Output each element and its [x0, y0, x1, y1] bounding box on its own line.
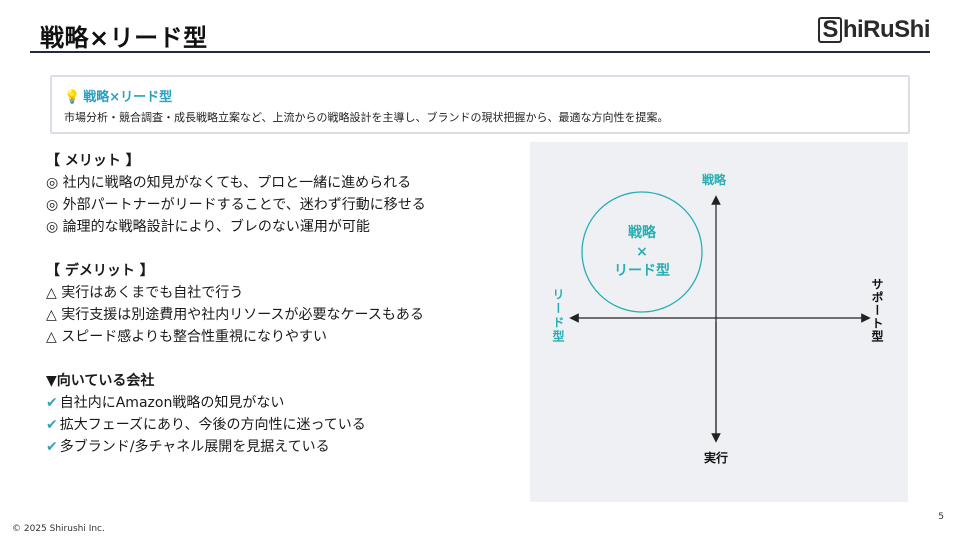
- axis-label-left: リード型: [551, 288, 565, 344]
- demerit-item: △ 実行はあくまでも自社で行う: [46, 285, 244, 301]
- triangle-icon: △: [46, 329, 57, 345]
- page-number: 5: [938, 512, 944, 522]
- title-divider: [30, 51, 930, 53]
- double-circle-icon: ◎: [46, 219, 59, 235]
- pros-cons-list: 【 メリット 】 ◎ 社内に戦略の知見がなくても、プロと一緒に進められる ◎ 外…: [46, 150, 426, 458]
- merit-item: ◎ 社内に戦略の知見がなくても、プロと一緒に進められる: [46, 175, 412, 191]
- suited-item: ✔多ブランド/多チャネル展開を見据えている: [46, 439, 330, 455]
- page-title: 戦略×リード型: [40, 24, 208, 52]
- checkmark-icon: ✔: [46, 417, 58, 433]
- merits-heading: 【 メリット 】: [46, 153, 140, 169]
- merit-item: ◎ 外部パートナーがリードすることで、迷わず行動に移せる: [46, 197, 426, 213]
- circle-label: 戦略 × リード型: [614, 225, 670, 279]
- axis-label-bottom: 実行: [704, 451, 729, 465]
- double-circle-icon: ◎: [46, 175, 59, 191]
- summary-callout: 💡戦略×リード型 市場分析・競合調査・成長戦略立案など、上流からの戦略設計を主導…: [50, 75, 910, 134]
- logo-text: hiRuShi: [842, 16, 931, 43]
- demerits-heading: 【 デメリット 】: [46, 263, 154, 279]
- double-circle-icon: ◎: [46, 197, 59, 213]
- suited-item: ✔拡大フェーズにあり、今後の方向性に迷っている: [46, 417, 366, 433]
- callout-heading: 💡戦略×リード型: [64, 86, 172, 105]
- axis-label-top: 戦略: [702, 173, 727, 187]
- demerit-item: △ 実行支援は別途費用や社内リソースが必要なケースもある: [46, 307, 424, 323]
- axis-label-right: サポート型: [870, 278, 884, 343]
- suited-heading: ▼向いている会社: [46, 373, 155, 389]
- axes-graphic: [569, 191, 871, 443]
- suited-item: ✔自社内にAmazon戦略の知見がない: [46, 395, 285, 411]
- checkmark-icon: ✔: [46, 439, 58, 455]
- triangle-icon: △: [46, 307, 57, 323]
- checkmark-icon: ✔: [46, 395, 58, 411]
- logo-mark: S: [818, 17, 842, 43]
- merit-item: ◎ 論理的な戦略設計により、ブレのない運用が可能: [46, 219, 370, 235]
- callout-body: 市場分析・競合調査・成長戦略立案など、上流からの戦略設計を主導し、ブランドの現状…: [64, 111, 669, 124]
- triangle-icon: △: [46, 285, 57, 301]
- focus-circle: [581, 191, 703, 313]
- copyright-text: © 2025 Shirushi Inc.: [12, 524, 105, 534]
- lightbulb-icon: 💡: [64, 90, 81, 105]
- positioning-diagram: 戦略 実行 リード型 サポート型 戦略 × リード型: [530, 142, 908, 502]
- demerit-item: △ スピード感よりも整合性重視になりやすい: [46, 329, 327, 345]
- callout-heading-text: 戦略×リード型: [83, 90, 173, 105]
